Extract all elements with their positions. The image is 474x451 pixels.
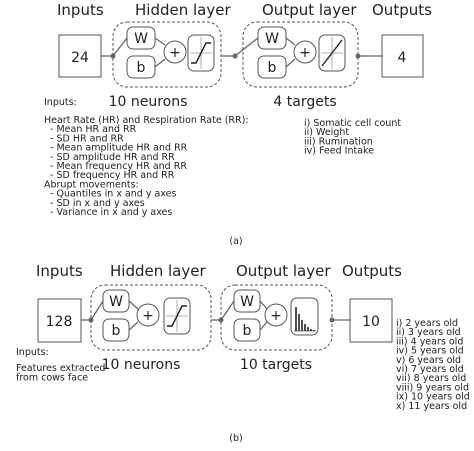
inputs-title: Inputs: — [44, 97, 77, 108]
panel-label-b: (b) — [229, 433, 242, 444]
sigmoid-icon — [166, 300, 188, 332]
weight-label: W — [265, 31, 279, 47]
connector-dot — [329, 317, 335, 323]
sigmoid-icon — [190, 37, 212, 69]
sum-node — [264, 303, 288, 327]
target-line: iv) 5 years old — [396, 346, 464, 357]
target-line: ii) Weight — [304, 127, 349, 138]
sum-label: + — [169, 45, 181, 61]
connector — [154, 58, 166, 68]
output-count: 10 — [362, 314, 380, 330]
input-node-box — [37, 298, 82, 343]
input-feature-line: - SD in x and y axes — [44, 198, 145, 209]
connector — [154, 37, 166, 46]
bias-label: b — [112, 323, 121, 339]
input-node-box — [58, 34, 102, 78]
output-layer-header: Output layer — [262, 1, 357, 19]
target-line: i) Somatic cell count — [304, 118, 401, 129]
outputs-header: Outputs — [372, 1, 432, 19]
connector — [259, 321, 268, 331]
output-layer-group — [220, 284, 333, 351]
output-node-box — [381, 34, 424, 78]
connector — [220, 300, 235, 321]
input-feature-line: - Mean HR and RR — [44, 124, 137, 135]
connector — [234, 37, 259, 57]
diagram-a: Inputs Hidden layer Output layer Outputs… — [44, 1, 432, 247]
target-line: ix) 10 years old — [396, 392, 470, 403]
sum-label: + — [299, 45, 311, 61]
connector — [259, 300, 268, 310]
connector — [128, 321, 139, 331]
target-line: vii) 8 years old — [396, 373, 466, 384]
hidden-layer-header: Hidden layer — [110, 262, 206, 280]
input-feature-line: from cows face — [16, 373, 88, 384]
linear-activation-icon — [321, 37, 343, 69]
output-layer-header: Output layer — [236, 262, 331, 280]
diagram-b: Inputs Hidden layer Output layer Outputs… — [16, 262, 470, 444]
connector — [128, 300, 139, 310]
hidden-layer-header: Hidden layer — [135, 1, 231, 19]
bias-label: b — [243, 323, 252, 339]
inputs-title: Inputs: — [16, 347, 49, 358]
input-count: 128 — [46, 314, 73, 330]
input-feature-line: Features extracted — [16, 363, 105, 374]
connector — [285, 58, 296, 68]
input-feature-line: - SD frequency HR and RR — [44, 170, 175, 181]
target-line: ii) 3 years old — [396, 327, 461, 338]
target-line: iii) Rumination — [304, 136, 373, 147]
input-feature-line: Heart Rate (HR) and Respiration Rate (RR… — [44, 115, 249, 126]
outputs-header: Outputs — [342, 262, 402, 280]
activation-box — [290, 297, 319, 336]
target-line: vi) 7 years old — [396, 364, 464, 375]
inputs-header: Inputs — [57, 1, 104, 19]
weight-label: W — [240, 294, 254, 310]
input-feature-line: - Variance in x and y axes — [44, 207, 172, 218]
target-line: i) 2 years old — [396, 318, 458, 329]
output-node-box — [349, 298, 393, 343]
target-line: iii) 4 years old — [396, 336, 463, 347]
input-feature-line: - Quantiles in x and y axes — [44, 189, 176, 200]
weight-label: W — [134, 31, 148, 47]
connector — [112, 37, 128, 57]
panel-label-a: (a) — [229, 236, 242, 247]
sum-node — [293, 40, 317, 64]
output-caption: 4 targets — [273, 94, 336, 110]
hidden-layer-group — [112, 21, 222, 88]
inputs-header: Inputs — [36, 262, 83, 280]
target-line: v) 6 years old — [396, 355, 461, 366]
connector — [285, 37, 296, 46]
bias-label: b — [268, 60, 277, 76]
input-feature-line: - Mean frequency HR and RR — [44, 161, 187, 172]
hidden-caption: 10 neurons — [102, 357, 181, 373]
connector — [90, 300, 104, 321]
softmax-icon — [294, 307, 316, 332]
target-line: iv) Feed Intake — [304, 146, 374, 157]
sum-node — [136, 303, 160, 327]
target-line: viii) 9 years old — [396, 382, 469, 393]
input-feature-line: - SD amplitude HR and RR — [44, 152, 175, 163]
sum-label: + — [142, 308, 154, 324]
input-feature-list: Heart Rate (HR) and Respiration Rate (RR… — [44, 115, 249, 218]
bias-label: b — [137, 60, 146, 76]
weight-label: W — [109, 294, 123, 310]
sum-label: + — [270, 308, 282, 324]
input-feature-line: Abrupt movements: — [44, 179, 139, 190]
output-caption: 10 targets — [240, 357, 312, 373]
input-feature-line: - SD HR and RR — [44, 133, 124, 144]
output-count: 4 — [398, 50, 407, 66]
target-line: x) 11 years old — [396, 401, 467, 412]
sum-node — [163, 40, 187, 64]
input-count: 24 — [71, 50, 89, 66]
hidden-caption: 10 neurons — [109, 94, 188, 110]
connector-dot — [355, 53, 361, 59]
hidden-layer-group — [90, 284, 212, 351]
input-feature-line: - Mean amplitude HR and RR — [44, 143, 188, 154]
